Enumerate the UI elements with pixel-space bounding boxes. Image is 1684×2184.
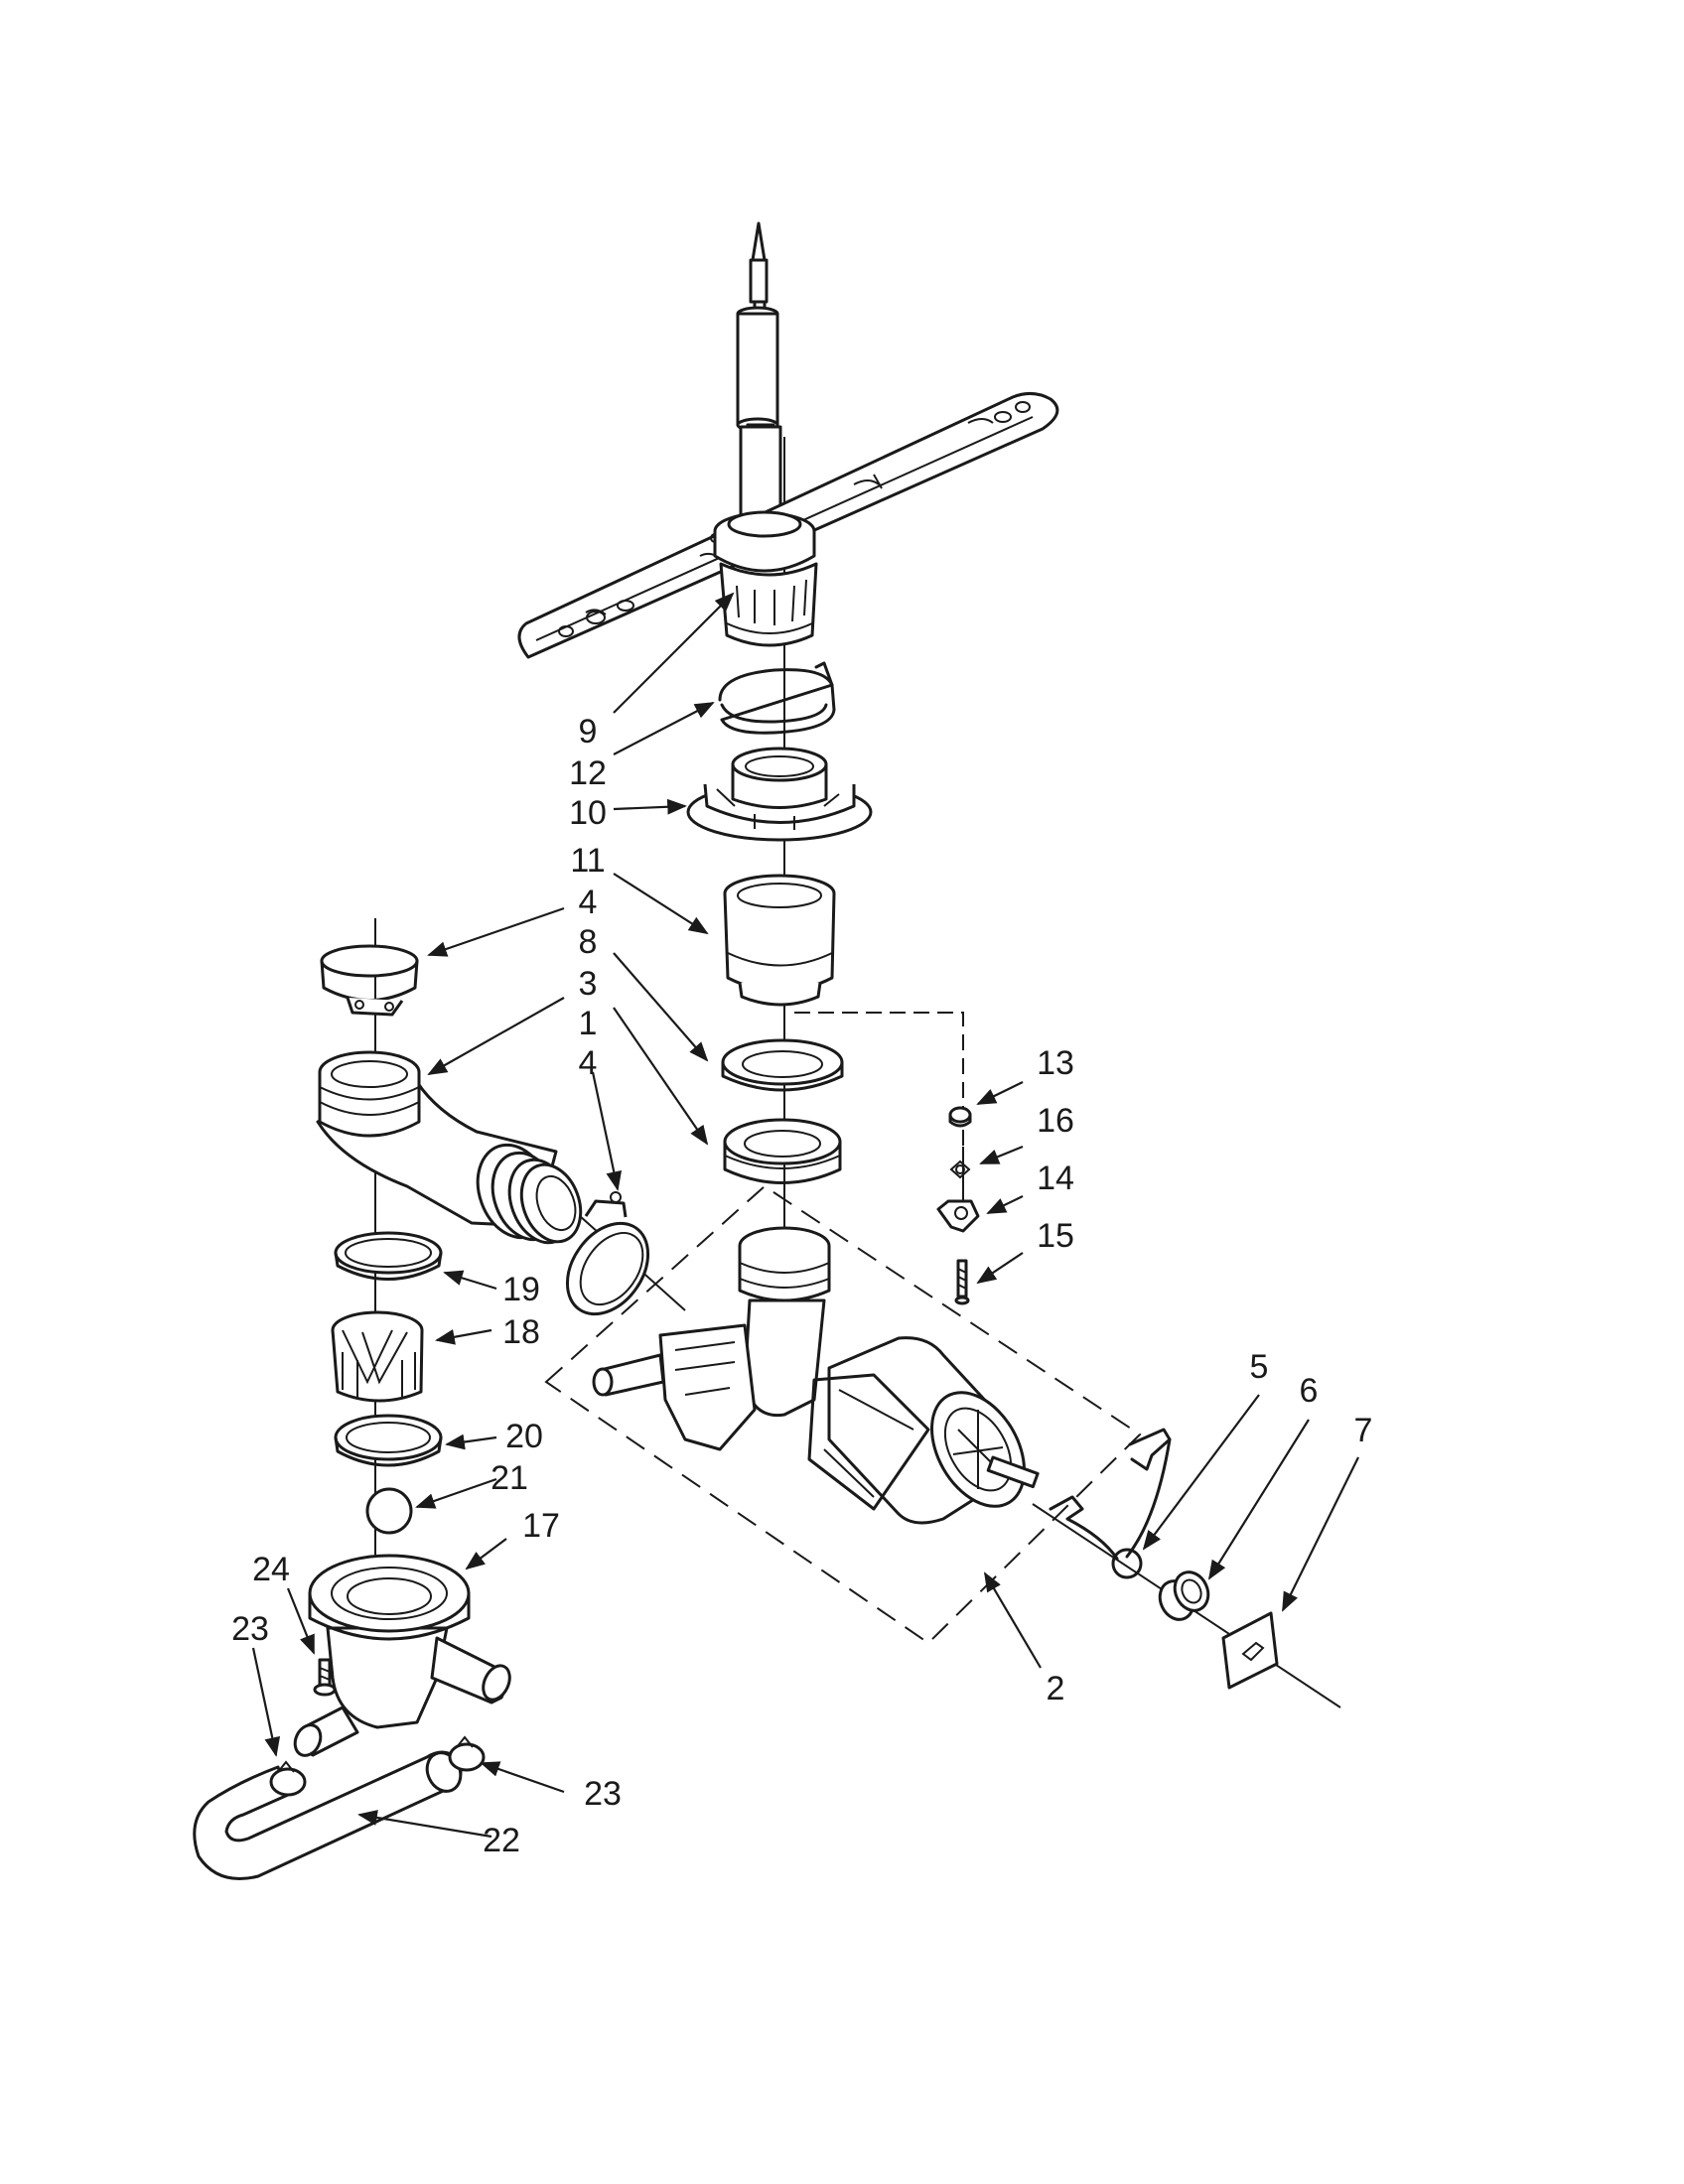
pump-seal-retainer xyxy=(686,747,873,842)
callout-4-lower: 4 xyxy=(579,1044,598,1082)
check-ball xyxy=(365,1487,413,1535)
callout-14: 14 xyxy=(1037,1160,1074,1197)
lower-spray-arm-assembly xyxy=(517,221,1059,659)
callout-20: 20 xyxy=(505,1418,543,1455)
callout-9: 9 xyxy=(579,713,598,751)
gasket-plate xyxy=(1221,1611,1279,1690)
callout-1: 1 xyxy=(579,1005,598,1042)
callout-3: 3 xyxy=(579,965,598,1003)
callout-5: 5 xyxy=(1250,1348,1269,1386)
callout-24: 24 xyxy=(252,1551,290,1588)
pump-motor-assembly xyxy=(544,1184,1142,1645)
snap-ring xyxy=(718,661,836,735)
pump-housing-cup xyxy=(723,874,836,1007)
callout-23-left: 23 xyxy=(231,1610,269,1648)
drain-hose xyxy=(193,1750,463,1880)
screw xyxy=(313,1658,337,1697)
ring-seal xyxy=(721,1038,844,1092)
callout-labels: 9 12 10 11 4 8 3 1 4 13 16 14 15 19 18 2… xyxy=(231,713,1372,1859)
leader-lines xyxy=(251,592,1359,1839)
callout-21: 21 xyxy=(491,1459,528,1497)
callout-17: 17 xyxy=(522,1507,560,1545)
callout-7: 7 xyxy=(1354,1412,1373,1449)
callout-2: 2 xyxy=(1047,1670,1065,1707)
callout-23-right: 23 xyxy=(584,1775,622,1813)
callout-11: 11 xyxy=(570,842,605,880)
motor-bushing xyxy=(1158,1570,1210,1621)
callout-12: 12 xyxy=(569,754,607,792)
filter-ring-upper xyxy=(334,1231,443,1281)
drain-elbow-hose xyxy=(316,1050,583,1245)
hose-clamps xyxy=(269,1735,486,1797)
callout-22: 22 xyxy=(483,1822,520,1859)
callout-18: 18 xyxy=(502,1313,540,1351)
hose-clamp-upper xyxy=(320,944,419,1017)
callout-13: 13 xyxy=(1037,1044,1074,1082)
callout-15: 15 xyxy=(1037,1217,1074,1255)
wire-spring-clip xyxy=(1049,1428,1172,1579)
hose-clamp-lower xyxy=(565,1191,650,1316)
callout-8: 8 xyxy=(579,923,598,961)
drain-housing xyxy=(293,1554,511,1757)
callout-19: 19 xyxy=(502,1271,540,1308)
pump-seal xyxy=(723,1118,842,1184)
drain-filter xyxy=(331,1310,424,1403)
callout-4-upper: 4 xyxy=(579,884,598,921)
filter-ring-lower xyxy=(334,1414,443,1467)
mounting-hardware xyxy=(936,1106,980,1305)
callout-6: 6 xyxy=(1300,1372,1319,1410)
callout-10: 10 xyxy=(569,794,607,832)
callout-16: 16 xyxy=(1037,1102,1074,1140)
